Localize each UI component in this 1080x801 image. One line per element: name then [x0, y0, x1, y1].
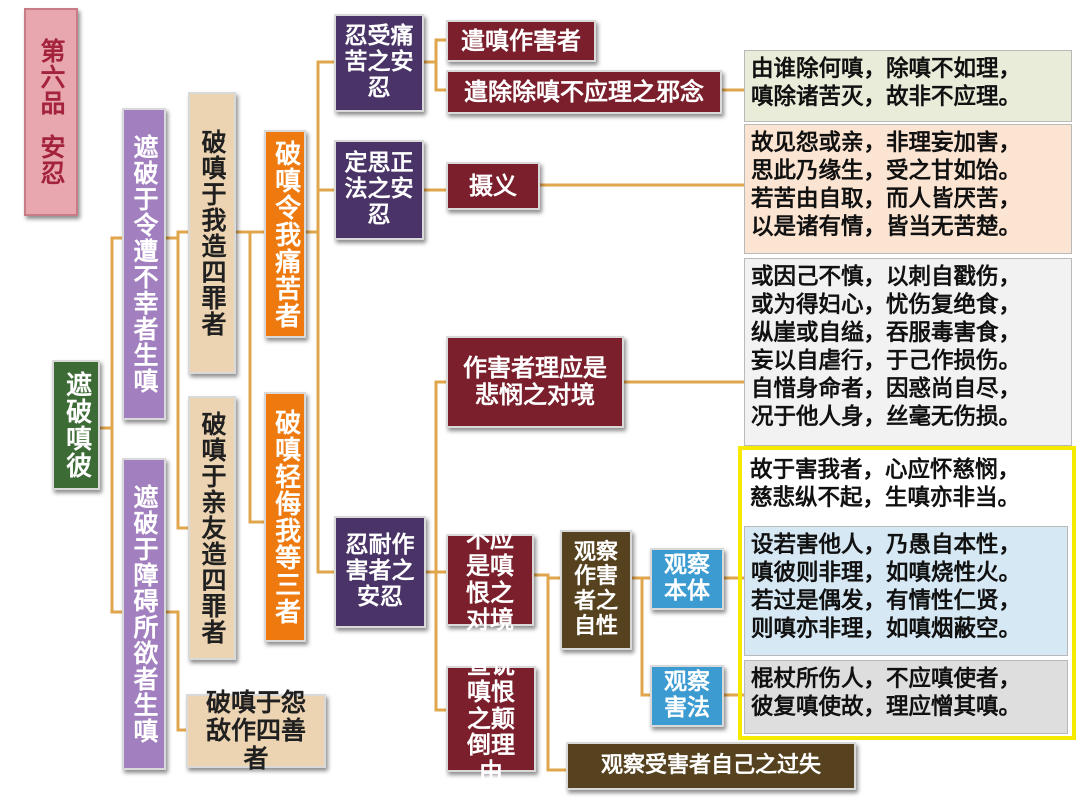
verse-line: 慈悲纵不起，生嗔亦非当。 [750, 485, 1021, 511]
connector-l5e [534, 573, 566, 772]
verse-line: 或因己不慎，以刺自戳伤， [751, 264, 1022, 290]
node-level2-a: 破嗔于我造四罪者 [188, 92, 236, 374]
verse-line: 嗔彼则非理，如嗔烧性火。 [751, 560, 1022, 586]
verse-line: 况于他人身，丝毫无伤损。 [751, 404, 1022, 430]
verse-line: 彼复嗔使故，理应憎其嗔。 [751, 694, 1022, 720]
node-level2-c: 破嗔于怨敌作四善者 [186, 689, 326, 773]
node-level4-c: 忍耐作害者之安忍 [334, 516, 426, 628]
highlight-frame [738, 446, 1076, 740]
verse-line: 则嗔亦非理，如嗔烟蔽空。 [751, 616, 1022, 642]
connector-root [100, 236, 122, 614]
verse-line: 棍杖所伤人，不应嗔使者， [751, 666, 1022, 692]
connector-l4a [424, 38, 446, 92]
connector-l4c [426, 380, 446, 712]
chapter-number: 第六品 [37, 38, 66, 116]
node-level4-b: 定思正法之安忍 [334, 140, 424, 240]
node-level6-a: 观察作害者之自性 [560, 530, 632, 650]
connector-l6a [632, 576, 650, 697]
verse-line: 自惜身命者，因惑尚自尽， [751, 376, 1022, 402]
node-level3-a: 破嗔令我痛苦者 [264, 130, 306, 338]
connector-l1a [166, 230, 188, 530]
verse-box-5: 设若害他人，乃愚自本性， 嗔彼则非理，如嗔烧性火。 若过是偶发，有情性仁贤， 则… [744, 526, 1068, 656]
root-node: 遮破嗔彼 [52, 360, 100, 490]
verse-line: 以是诸有情，皆当无苦楚。 [751, 214, 1022, 240]
verse-box-3: 或因己不慎，以刺自戳伤， 或为得妇心，忧伤复绝食， 纵崖或自缢，吞服毒害食， 妄… [744, 258, 1072, 446]
verse-line: 故于害我者，心应怀慈悯， [750, 457, 1021, 483]
verse-line: 由谁除何嗔，除嗔不如理， [751, 56, 1022, 82]
node-level6-b: 观察受害者自己之过失 [566, 742, 856, 790]
connector-l3a [306, 60, 334, 574]
verse-line: 或为得妇心，忧伤复绝食， [751, 292, 1022, 318]
node-level7-b: 观察害法 [650, 665, 724, 727]
node-level5-c: 摄义 [446, 162, 540, 210]
node-level3-b: 破嗔轻侮我等三者 [264, 392, 306, 642]
verse-line: 故见怨或亲，非理妄加害， [751, 130, 1022, 156]
node-level5-f: 宣说嗔恨之颠倒理由 [446, 651, 536, 786]
verse-line: 嗔除诸苦灭，故非不应理。 [751, 84, 1022, 110]
verse-line: 思此乃缘生，受之甘如饴。 [751, 158, 1022, 184]
node-level5-e: 不应是嗔恨之对境 [446, 526, 534, 633]
verse-box-4: 故于害我者，心应怀慈悯， 慈悲纵不起，生嗔亦非当。 [744, 452, 1068, 522]
verse-line: 纵崖或自缢，吞服毒害食， [751, 320, 1022, 346]
node-level2-b: 破嗔于亲友造四罪者 [188, 396, 236, 660]
verse-line: 设若害他人，乃愚自本性， [751, 532, 1022, 558]
node-level5-b: 遣除除嗔不应理之邪念 [446, 70, 722, 114]
connector-l2a [236, 230, 264, 524]
verse-box-1: 由谁除何嗔，除嗔不如理， 嗔除诸苦灭，故非不应理。 [744, 50, 1072, 122]
connector-l1b [166, 610, 186, 732]
verse-line: 若过是偶发，有情性仁贤， [751, 588, 1022, 614]
verse-box-2: 故见怨或亲，非理妄加害， 思此乃缘生，受之甘如饴。 若苦由自取，而人皆厌苦， 以… [744, 124, 1072, 254]
node-level5-a: 遣嗔作害者 [446, 20, 596, 62]
chapter-label: 第六品 安忍 [24, 8, 78, 216]
node-level1-b: 遮破于障碍所欲者生嗔 [122, 458, 166, 770]
node-level5-d: 作害者理应是悲悯之对境 [446, 336, 624, 428]
node-level7-a: 观察本体 [650, 548, 724, 610]
verse-box-6: 棍杖所伤人，不应嗔使者， 彼复嗔使故，理应憎其嗔。 [744, 660, 1068, 734]
verse-line: 妄以自虐行，于己作损伤。 [751, 348, 1022, 374]
node-level1-a: 遮破于令遭不幸者生嗔 [122, 108, 166, 420]
node-level4-a: 忍受痛苦之安忍 [334, 14, 424, 112]
chapter-title: 安忍 [37, 134, 66, 186]
verse-line: 若苦由自取，而人皆厌苦， [751, 186, 1022, 212]
